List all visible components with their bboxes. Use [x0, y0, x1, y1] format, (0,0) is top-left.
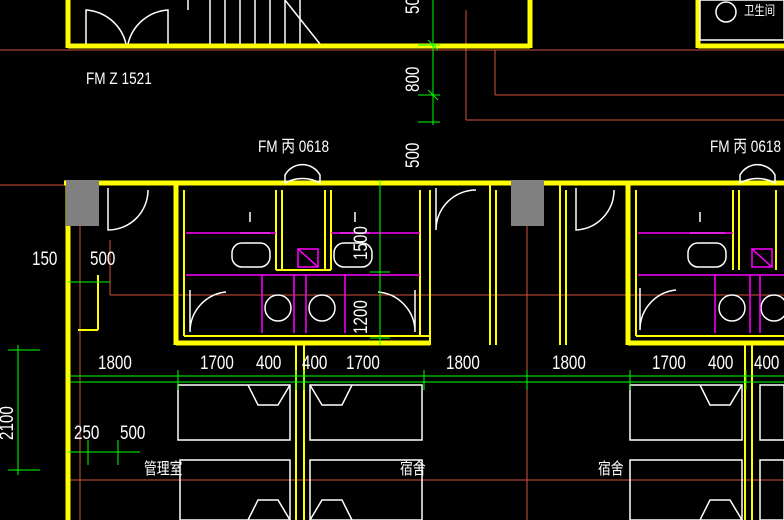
dim-v-1500: 1500 [351, 226, 372, 260]
dim-1800-b: 1800 [446, 353, 480, 374]
dim-400-d: 400 [754, 353, 780, 374]
column-mid [511, 180, 544, 226]
dim-1700-a: 1700 [200, 353, 234, 374]
dim-v-800: 800 [403, 66, 424, 92]
room-label-dorm-b: 宿舍 [598, 461, 624, 478]
dim-400-c: 400 [708, 353, 734, 374]
dim-1700-c: 1700 [652, 353, 686, 374]
inner-walls [78, 183, 784, 520]
partitions [186, 232, 784, 333]
door-label-fm-b1521: FM Z 1521 [86, 69, 152, 88]
column-left [66, 180, 99, 226]
dim-left-150: 150 [32, 249, 58, 270]
dim-1800-c: 1800 [552, 353, 586, 374]
dim-500-b: 500 [120, 423, 146, 444]
door-label-fm-c0618-b: FM 丙 0618 [710, 137, 782, 156]
dim-v-2100: 2100 [0, 406, 18, 440]
dim-1800-a: 1800 [98, 353, 132, 374]
dim-v-1200: 1200 [351, 300, 372, 334]
dim-v-500: 500 [403, 142, 424, 168]
room-label-dorm-a: 宿舍 [400, 461, 426, 478]
dim-400-b: 400 [302, 353, 328, 374]
dim-left-500: 500 [90, 249, 116, 270]
top-walls [65, 0, 784, 49]
top-door-swings [85, 0, 784, 45]
room-label-admin: 管理室 [144, 461, 183, 478]
door-label-fm-c0618-a: FM 丙 0618 [258, 137, 330, 156]
dim-250: 250 [74, 423, 100, 444]
dim-1700-b: 1700 [346, 353, 380, 374]
room-label-wc-top: 卫生间 [744, 3, 776, 18]
dim-top-v-500: 500 [403, 0, 424, 14]
main-walls [64, 180, 784, 520]
dimension-lines [8, 0, 784, 475]
dim-400-a: 400 [256, 353, 282, 374]
